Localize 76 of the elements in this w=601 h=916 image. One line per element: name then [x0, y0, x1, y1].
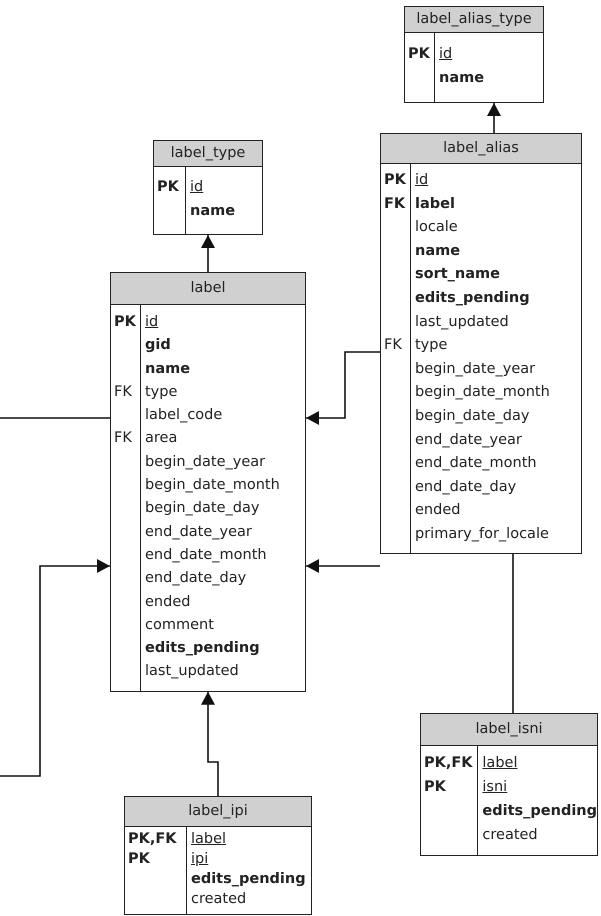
column-name: end_date_month — [145, 546, 267, 564]
table-title: label_type — [170, 144, 246, 162]
column-name: gid — [145, 337, 171, 355]
table-title: label_ipi — [188, 802, 248, 820]
key-marker: PK — [114, 314, 136, 332]
column-name: name — [145, 360, 190, 378]
key-marker: FK — [114, 430, 132, 448]
column-name: name — [439, 70, 484, 88]
column-name: end_date_day — [415, 478, 516, 496]
key-marker: FK — [384, 337, 402, 355]
column-name: name — [415, 242, 460, 260]
column-name: end_date_year — [415, 432, 522, 450]
column-name: edits_pending — [145, 640, 260, 658]
column-name: created — [191, 891, 246, 909]
column-name: begin_date_year — [145, 454, 266, 472]
column-name: last_updated — [415, 314, 509, 332]
key-marker: PK — [424, 779, 446, 797]
entity-table — [110, 272, 306, 692]
entity-table — [124, 796, 312, 915]
key-marker: PK,FK — [424, 755, 473, 773]
relationship-line — [0, 559, 110, 777]
relationship-line — [487, 103, 501, 133]
column-name: primary_for_locale — [415, 526, 549, 544]
key-marker: FK — [384, 196, 406, 214]
column-name: last_updated — [145, 663, 239, 681]
key-marker: PK,FK — [128, 831, 177, 849]
relationship-line — [201, 235, 215, 272]
key-marker: FK — [114, 384, 132, 402]
entity-table — [404, 6, 544, 103]
column-name: begin_date_year — [415, 360, 536, 378]
column-name: id — [145, 314, 158, 332]
table-title: label_alias_type — [416, 10, 532, 28]
entity-table — [380, 133, 582, 554]
column-name: label_code — [145, 407, 222, 425]
column-name: begin_date_day — [415, 408, 530, 426]
entity-table — [153, 140, 263, 235]
column-name: id — [190, 179, 204, 197]
table-title: label_alias — [443, 140, 519, 158]
column-name: name — [190, 203, 236, 221]
column-name: begin_date_month — [415, 384, 550, 402]
relationship-line — [306, 559, 380, 573]
column-name: created — [482, 827, 538, 845]
relationship-line — [201, 692, 219, 796]
column-name: type — [415, 337, 448, 355]
column-name: area — [145, 430, 178, 448]
table-title: label_isni — [475, 720, 543, 738]
column-name: edits_pending — [415, 290, 530, 308]
column-name: end_date_year — [145, 524, 252, 542]
column-name: ended — [415, 502, 460, 520]
column-name: end_date_day — [145, 570, 246, 588]
column-name: isni — [482, 779, 508, 797]
key-marker: PK — [408, 46, 430, 64]
key-marker: PK — [157, 179, 179, 197]
column-name: id — [415, 172, 428, 190]
relationship-line — [0, 417, 110, 419]
column-name: comment — [145, 616, 214, 634]
column-name: locale — [415, 219, 458, 237]
column-name: ipi — [191, 851, 208, 869]
relationship-line — [512, 554, 514, 713]
column-name: type — [145, 384, 178, 402]
column-name: label — [415, 196, 455, 214]
column-name: sort_name — [415, 266, 500, 284]
column-name: ended — [145, 594, 190, 611]
column-name: edits_pending — [482, 803, 597, 821]
column-name: label — [482, 755, 518, 773]
table-title: label — [190, 280, 226, 298]
column-name: id — [439, 46, 452, 64]
column-name: end_date_month — [415, 455, 537, 473]
column-name: begin_date_month — [145, 477, 280, 494]
relationship-line — [306, 351, 380, 425]
key-marker: PK — [128, 851, 150, 869]
column-name: label — [191, 831, 226, 849]
column-name: edits_pending — [191, 871, 306, 889]
key-marker: PK — [384, 172, 406, 190]
entity-table — [420, 713, 598, 856]
column-name: begin_date_day — [145, 500, 260, 518]
